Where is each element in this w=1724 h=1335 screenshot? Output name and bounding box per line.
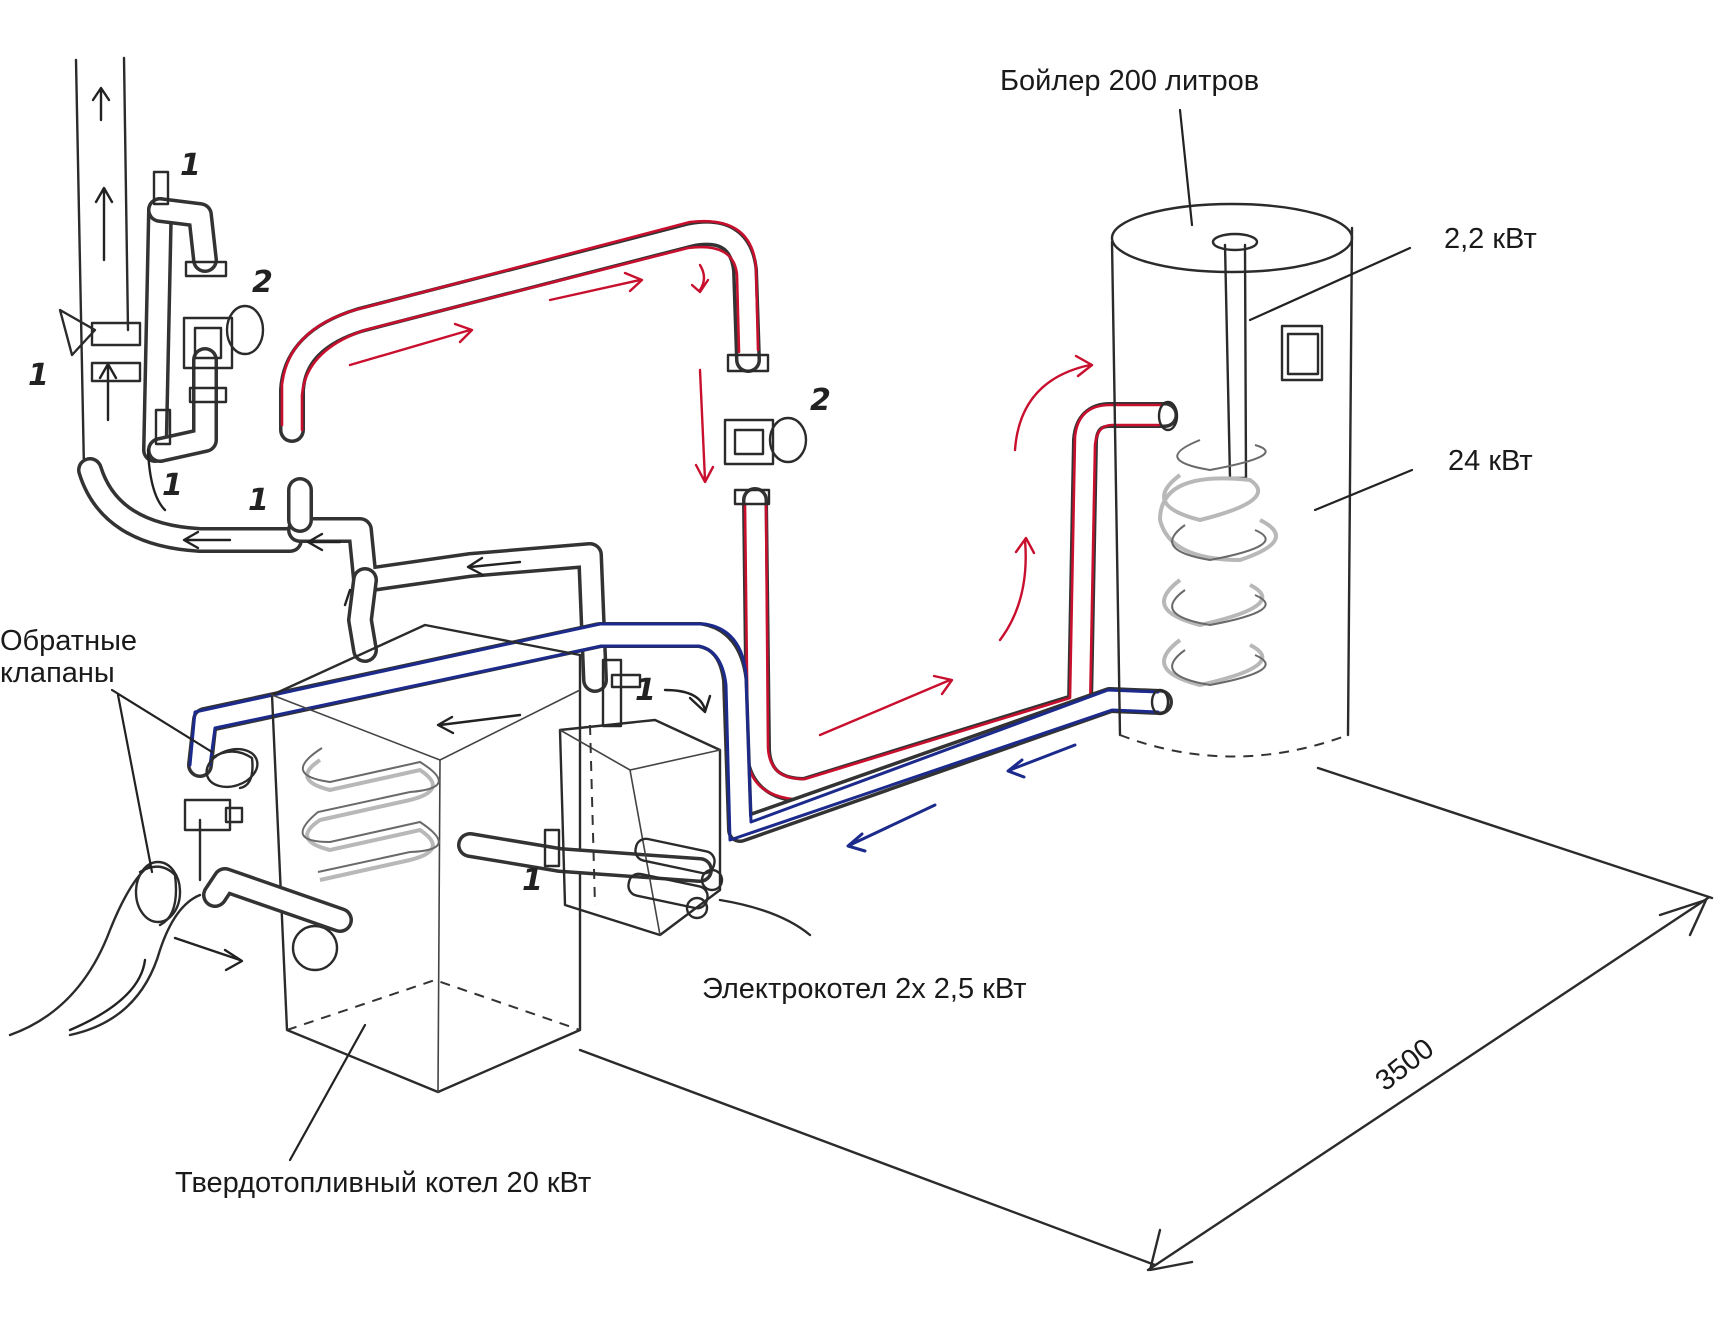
- check-valves-label-line2: клапаны: [0, 657, 115, 689]
- electric-boiler-label: Электрокотел 2х 2,5 кВт: [702, 973, 1027, 1005]
- valve-marker: 1: [28, 358, 49, 393]
- heater-power-label: 2,2 кВт: [1444, 223, 1537, 255]
- valve-marker: 1: [522, 863, 543, 898]
- valve-marker: 1: [248, 483, 269, 518]
- pump-bypass-left: [58, 170, 265, 463]
- check-valves: [110, 688, 259, 927]
- solid-fuel-leader: [288, 1023, 367, 1162]
- valve-marker: 1: [635, 673, 656, 708]
- pump-2-right: [723, 353, 808, 506]
- pump-marker: 2: [252, 265, 273, 300]
- boiler-label: Бойлер 200 литров: [1000, 65, 1259, 97]
- hot-water-tank: [1110, 108, 1414, 758]
- grey-pipes: [77, 448, 608, 693]
- dimension-label: 3500: [1370, 1033, 1441, 1098]
- pump-marker: 2: [810, 383, 831, 418]
- floor-lines: [8, 818, 812, 1037]
- vertical-riser: [74, 56, 130, 472]
- coil-power-label: 24 кВт: [1448, 445, 1533, 477]
- valve-marker: 1: [180, 148, 201, 183]
- valve-markers: 1 1 1 1 1 1 2 2: [28, 148, 831, 898]
- solid-fuel-boiler-label: Твердотопливный котел 20 кВт: [175, 1167, 591, 1199]
- valve-marker: 1: [162, 468, 183, 503]
- cold-return-line: [187, 622, 1173, 853]
- dimension-3500: [578, 766, 1714, 1272]
- electric-boiler: [543, 658, 724, 937]
- check-valves-label-line1: Обратные: [0, 625, 137, 657]
